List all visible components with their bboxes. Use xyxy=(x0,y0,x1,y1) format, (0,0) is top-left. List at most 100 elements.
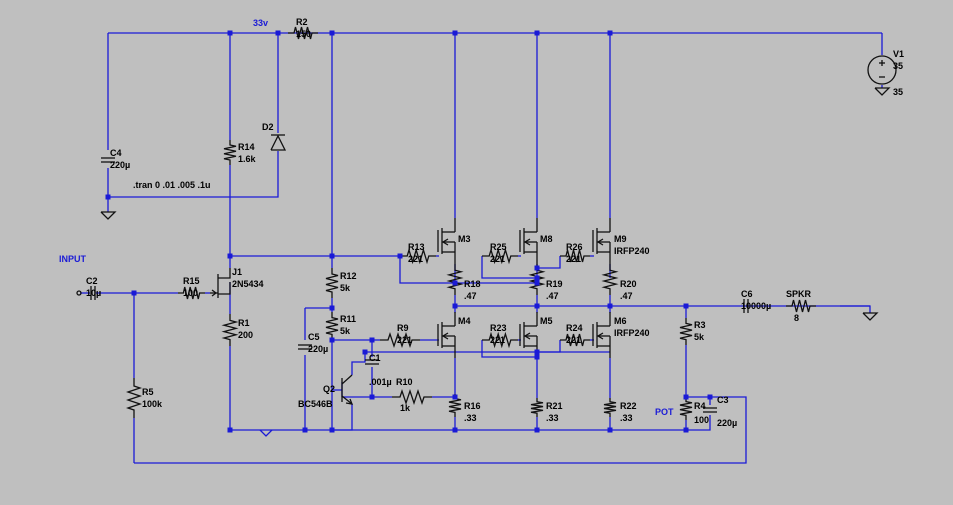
r15-label: R15 xyxy=(183,276,200,286)
r24-value: 221 xyxy=(566,335,581,345)
wire xyxy=(259,429,273,437)
r9-value: 221 xyxy=(397,335,412,345)
wire xyxy=(332,404,353,431)
resistor-r23 xyxy=(482,331,518,349)
junction-dot xyxy=(534,354,540,360)
resistor-r14 xyxy=(223,140,237,165)
r13-value: 221 xyxy=(408,254,423,264)
wire xyxy=(399,256,537,284)
r21-label: R21 xyxy=(546,401,563,411)
bjt-q2-arrow xyxy=(345,398,354,405)
r14-value: 1.6k xyxy=(238,154,257,164)
voltage-source-v1 xyxy=(867,55,897,85)
c1-value: .001µ xyxy=(369,377,392,387)
junction-dot xyxy=(607,30,613,36)
junction-dot xyxy=(683,427,689,433)
r20-value: .47 xyxy=(620,291,633,301)
r18-value: .47 xyxy=(464,291,477,301)
junction-dot xyxy=(607,427,613,433)
c3-value: 220µ xyxy=(717,418,737,428)
r4-label: R4 xyxy=(694,401,706,411)
junction-dot xyxy=(534,30,540,36)
ground-symbol xyxy=(862,312,879,321)
junction-dot xyxy=(329,427,335,433)
r5-label: R5 xyxy=(142,387,154,397)
junction-dot xyxy=(452,303,458,309)
junction-dot xyxy=(362,349,368,355)
junction-dot xyxy=(452,427,458,433)
resistor-r15 xyxy=(178,286,205,300)
bjt-q2 xyxy=(341,374,353,385)
m5-label: M5 xyxy=(540,316,553,326)
mosfet-m3 xyxy=(441,238,449,246)
r16-label: R16 xyxy=(464,401,481,411)
r22-value: .33 xyxy=(620,413,633,423)
m6-value: IRFP240 xyxy=(614,328,650,338)
m3-label: M3 xyxy=(458,234,471,244)
junction-dot xyxy=(227,30,233,36)
junction-dot xyxy=(534,349,540,355)
junction-dot xyxy=(105,194,111,200)
resistor-r10 xyxy=(392,388,432,406)
wire xyxy=(840,305,871,313)
r3-label: R3 xyxy=(694,320,706,330)
c5-value: 220µ xyxy=(308,344,328,354)
junction-dot xyxy=(452,280,458,286)
resistor-r26 xyxy=(560,249,590,263)
c2-value: 10µ xyxy=(86,288,101,298)
jfet-j1 xyxy=(218,282,231,295)
m9-value: IRFP240 xyxy=(614,246,650,256)
r26-label: R26 xyxy=(566,242,583,252)
net-label-pot: POT xyxy=(655,407,674,417)
mosfet-m8 xyxy=(523,238,531,246)
v1-value: 35 xyxy=(893,61,903,71)
v1-label: V1 xyxy=(893,49,904,59)
junction-dot xyxy=(452,30,458,36)
junction-dot xyxy=(369,394,375,400)
r11-label: R11 xyxy=(340,314,356,324)
spice-directive: .tran 0 .01 .005 .1u xyxy=(133,180,211,190)
r20-label: R20 xyxy=(620,279,637,289)
r13-label: R13 xyxy=(408,242,425,252)
wire xyxy=(686,415,711,431)
r19-label: R19 xyxy=(546,279,563,289)
resistor-r2 xyxy=(288,26,318,40)
r9-label: R9 xyxy=(397,323,409,333)
resistor-r13 xyxy=(400,247,436,265)
j1-label: J1 xyxy=(232,267,242,277)
c4-label: C4 xyxy=(110,148,122,158)
r19-value: .47 xyxy=(546,291,559,301)
resistor-r16 xyxy=(448,394,462,417)
resistor-r25 xyxy=(482,247,518,265)
wire xyxy=(108,151,279,198)
mosfet-m4 xyxy=(441,332,449,340)
m6-label: M6 xyxy=(614,316,627,326)
junction-dot xyxy=(534,280,540,286)
wire xyxy=(351,352,366,375)
c4-value: 220µ xyxy=(110,160,130,170)
junction-dot xyxy=(302,427,308,433)
resistor-r24 xyxy=(560,333,590,347)
c2-label: C2 xyxy=(86,276,98,286)
r10-value: 1k xyxy=(400,403,411,413)
junction-dot xyxy=(683,303,689,309)
junction-dot xyxy=(275,30,281,36)
r16-value: .33 xyxy=(464,413,477,423)
q2-label: Q2 xyxy=(323,384,335,394)
v1-value: 35 xyxy=(893,87,903,97)
junction-dot xyxy=(534,303,540,309)
r11-value: 5k xyxy=(340,326,351,336)
resistor-r22 xyxy=(603,398,617,417)
wire xyxy=(537,340,561,353)
c5-label: C5 xyxy=(308,332,320,342)
spkr-value: 8 xyxy=(794,313,799,323)
r25-value: 221 xyxy=(490,254,505,264)
r3-value: 5k xyxy=(694,332,705,342)
r24-label: R24 xyxy=(566,323,583,333)
resistor-spkr xyxy=(786,299,816,313)
bjt-q2 xyxy=(341,395,353,405)
resistor-r21 xyxy=(530,398,544,417)
r23-label: R23 xyxy=(490,323,507,333)
